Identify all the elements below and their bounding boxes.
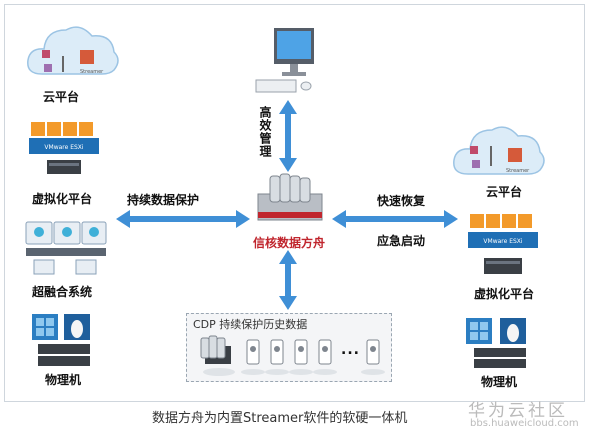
management-computer-icon bbox=[255, 28, 314, 93]
streamer-label-left: Streamer bbox=[80, 69, 104, 75]
virtualization-platform-label-right: 虚拟化平台 bbox=[473, 287, 535, 301]
hyper-converged-system-icon bbox=[25, 221, 107, 275]
physical-machine-label-left: 物理机 bbox=[44, 373, 82, 387]
emergency-start-label: 应急启动 bbox=[377, 234, 426, 248]
cloud-platform-label-right: 云平台 bbox=[485, 185, 523, 199]
cloud-platform-left-icon: Streamer bbox=[27, 26, 119, 75]
cdp-title: CDP 持续保护历史数据 bbox=[193, 318, 308, 331]
watermark-url: bbs.huaweicloud.com bbox=[470, 418, 579, 429]
management-arrow bbox=[279, 100, 297, 172]
cdp-history-box: CDP 持续保护历史数据 ... bbox=[186, 313, 392, 382]
management-label: 高效管理 bbox=[258, 106, 272, 158]
data-ark-label: 信核数据方舟 bbox=[253, 236, 326, 250]
diagram-caption: 数据方舟为内置Streamer软件的软硬一体机 bbox=[152, 411, 408, 426]
cdp-ellipsis: ... bbox=[341, 342, 360, 358]
fast-recovery-label: 快速恢复 bbox=[377, 194, 426, 208]
streamer-label-right: Streamer bbox=[506, 168, 530, 174]
physical-machine-label-right: 物理机 bbox=[480, 375, 518, 389]
cdp-snapshots-icon bbox=[200, 335, 385, 376]
cdp-arrow bbox=[279, 250, 297, 310]
esxi-label-right: VMware ESXi bbox=[483, 238, 523, 245]
data-ark-appliance-icon bbox=[257, 173, 323, 221]
cloud-platform-right-icon: Streamer bbox=[453, 126, 545, 175]
physical-machine-left-icon bbox=[32, 314, 90, 366]
physical-machine-right-icon bbox=[466, 318, 526, 368]
recovery-arrow bbox=[332, 210, 458, 228]
virtualization-platform-label-left: 虚拟化平台 bbox=[31, 192, 93, 206]
continuous-protection-arrow bbox=[116, 210, 250, 228]
esxi-label-left: VMware ESXi bbox=[44, 144, 84, 151]
hyper-converged-label: 超融合系统 bbox=[31, 285, 93, 299]
cloud-platform-label-left: 云平台 bbox=[42, 90, 80, 104]
virtualization-platform-left-icon: VMware ESXi bbox=[29, 122, 99, 174]
continuous-protection-label: 持续数据保护 bbox=[127, 193, 200, 207]
watermark-brand: 华为云社区 bbox=[468, 401, 568, 421]
virtualization-platform-right-icon: VMware ESXi bbox=[468, 214, 538, 274]
